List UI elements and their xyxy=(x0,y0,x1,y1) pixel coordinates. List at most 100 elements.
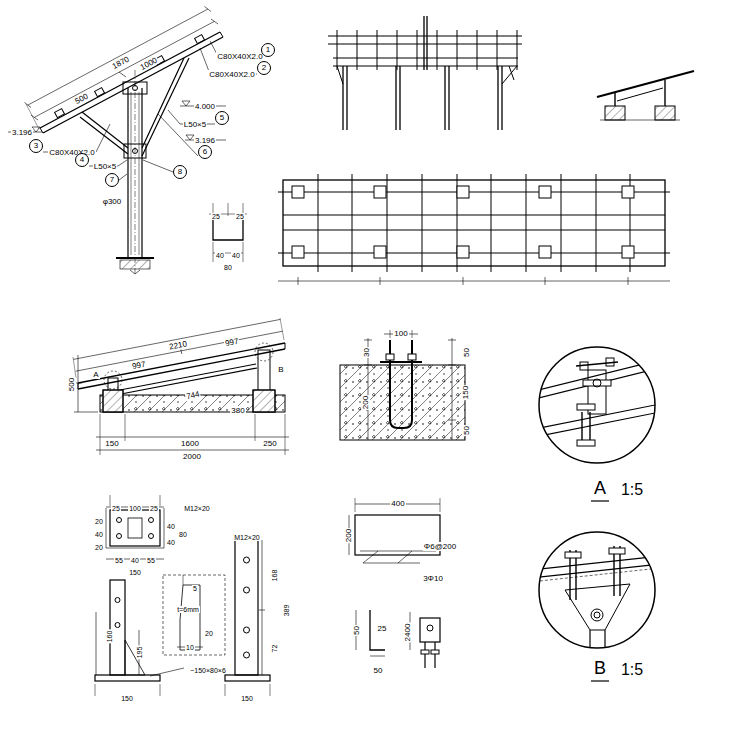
dimension-label: 40 xyxy=(130,550,140,557)
dimension-label: 150 xyxy=(104,433,119,442)
dimension-label: M12×20 xyxy=(183,498,211,505)
dimension-label: 1870 xyxy=(107,48,129,65)
label-text: 55 xyxy=(114,557,124,564)
label-text: Φ6@200 xyxy=(423,542,457,551)
label-text: 80 xyxy=(178,531,188,538)
label-text: 20 xyxy=(94,518,104,525)
callout-circle: 7 xyxy=(105,173,119,187)
dimension-label: 50 xyxy=(346,625,355,636)
label-text: φ300 xyxy=(102,197,123,206)
label-text: ~150×80×6 xyxy=(189,667,227,674)
label-text: 40 xyxy=(130,557,140,564)
dimension-label: 744 xyxy=(184,383,201,395)
label-text: 40 xyxy=(215,252,225,259)
anchor-bolt-section xyxy=(340,330,465,440)
label-text: 72 xyxy=(271,643,278,653)
label-text: 200 xyxy=(344,527,353,542)
callout-circle: 4 xyxy=(75,153,89,167)
dimension-label: 3Φ10 xyxy=(422,568,444,577)
label-text: 380 xyxy=(230,406,245,415)
dimension-label: 160 xyxy=(100,629,107,643)
callout-circle: 1 xyxy=(261,43,275,57)
dimension-label: 200 xyxy=(338,527,347,542)
dimension-label: 40 xyxy=(215,245,225,252)
dimension-label: C80X40X2.0 xyxy=(208,64,255,73)
dimension-label: L50×5 xyxy=(183,114,207,123)
callout-circle: 8 xyxy=(173,165,187,179)
dimension-label: 150 xyxy=(120,688,134,695)
dimension-label: 5 xyxy=(192,578,198,585)
label-text: 25 xyxy=(235,213,245,220)
dimension-label: 250 xyxy=(262,433,277,442)
callout-number: 6 xyxy=(203,148,207,156)
dimension-label: 3.196 xyxy=(194,130,216,139)
label-text: 100 xyxy=(393,329,408,338)
label-text: 50 xyxy=(373,666,384,675)
label-text: 150 xyxy=(120,695,134,702)
label-text: 195 xyxy=(137,645,144,659)
dimension-label: 25 xyxy=(211,206,221,213)
label-text: M12×20 xyxy=(183,505,211,512)
dimension-label: t=6mm xyxy=(176,599,200,606)
label-text: 5 xyxy=(192,585,198,592)
label-text: 2000 xyxy=(182,452,202,461)
label-text: 500 xyxy=(73,91,91,106)
label-text: 25 xyxy=(377,624,388,633)
dimension-label: 150 xyxy=(240,688,254,695)
dimension-label: 72 xyxy=(264,643,271,653)
dimension-label: 25 xyxy=(111,498,121,505)
dimension-label: B xyxy=(593,659,607,679)
label-text: C80X40X2.0 xyxy=(48,148,95,157)
label-text: 1:5 xyxy=(620,661,644,678)
dimension-label: 55 xyxy=(146,550,156,557)
dimension-label: 40 xyxy=(231,245,241,252)
dimension-label: 150 xyxy=(455,384,464,399)
label-text: 55 xyxy=(146,557,156,564)
label-text: 389 xyxy=(284,603,291,617)
label-text: 250 xyxy=(262,439,277,448)
rack-side-view xyxy=(8,7,261,275)
dimension-label: 40 xyxy=(94,524,104,531)
dimension-label: 20 xyxy=(204,623,214,630)
dimension-label: 4.000 xyxy=(194,96,216,105)
label-text: 40 xyxy=(94,531,104,538)
callout-number: 8 xyxy=(178,168,182,176)
rack-foundation-view xyxy=(73,318,289,455)
dimension-label: M12×20 xyxy=(233,527,261,534)
label-text: 1:5 xyxy=(620,481,644,498)
label-text: 2210 xyxy=(168,339,189,352)
dimension-label: A xyxy=(92,364,99,373)
dimension-label: 168 xyxy=(265,568,272,582)
label-text: 200 xyxy=(361,394,370,409)
label-text: 168 xyxy=(272,568,279,582)
dimension-label: 2210 xyxy=(166,333,187,346)
dimension-label: φ300 xyxy=(102,191,123,200)
label-text: 25 xyxy=(211,213,221,220)
array-front-elevation xyxy=(328,16,522,130)
label-text: 3.196 xyxy=(194,136,216,145)
label-text: 50 xyxy=(462,347,471,358)
label-text: C80X40X2.0 xyxy=(216,52,263,61)
label-text: B xyxy=(593,658,607,678)
dimension-label: 389 xyxy=(277,603,284,617)
label-text: A xyxy=(593,478,607,498)
dimension-label: 25 xyxy=(235,206,245,213)
dimension-label: 1000 xyxy=(135,49,157,66)
dimension-label: 195 xyxy=(130,645,137,659)
label-text: L50×5 xyxy=(183,120,207,129)
label-text: L50×5 xyxy=(93,162,117,171)
label-text: 160 xyxy=(107,629,114,643)
dimension-label: 10 xyxy=(185,637,195,644)
callout-circle: 2 xyxy=(257,61,271,75)
dimension-label: 1:5 xyxy=(620,662,644,679)
dimension-label: 20 xyxy=(94,511,104,518)
dimension-label: 20 xyxy=(94,537,104,544)
dimension-label: C80X40X2.0 xyxy=(216,46,263,55)
label-text: 20 xyxy=(94,544,104,551)
label-text: 50 xyxy=(462,425,471,436)
detail-a xyxy=(530,347,660,501)
label-text: 150 xyxy=(128,569,142,576)
dimension-label: 50 xyxy=(456,347,465,358)
dimension-label: 100 xyxy=(393,323,408,332)
array-plan-view xyxy=(278,174,670,285)
